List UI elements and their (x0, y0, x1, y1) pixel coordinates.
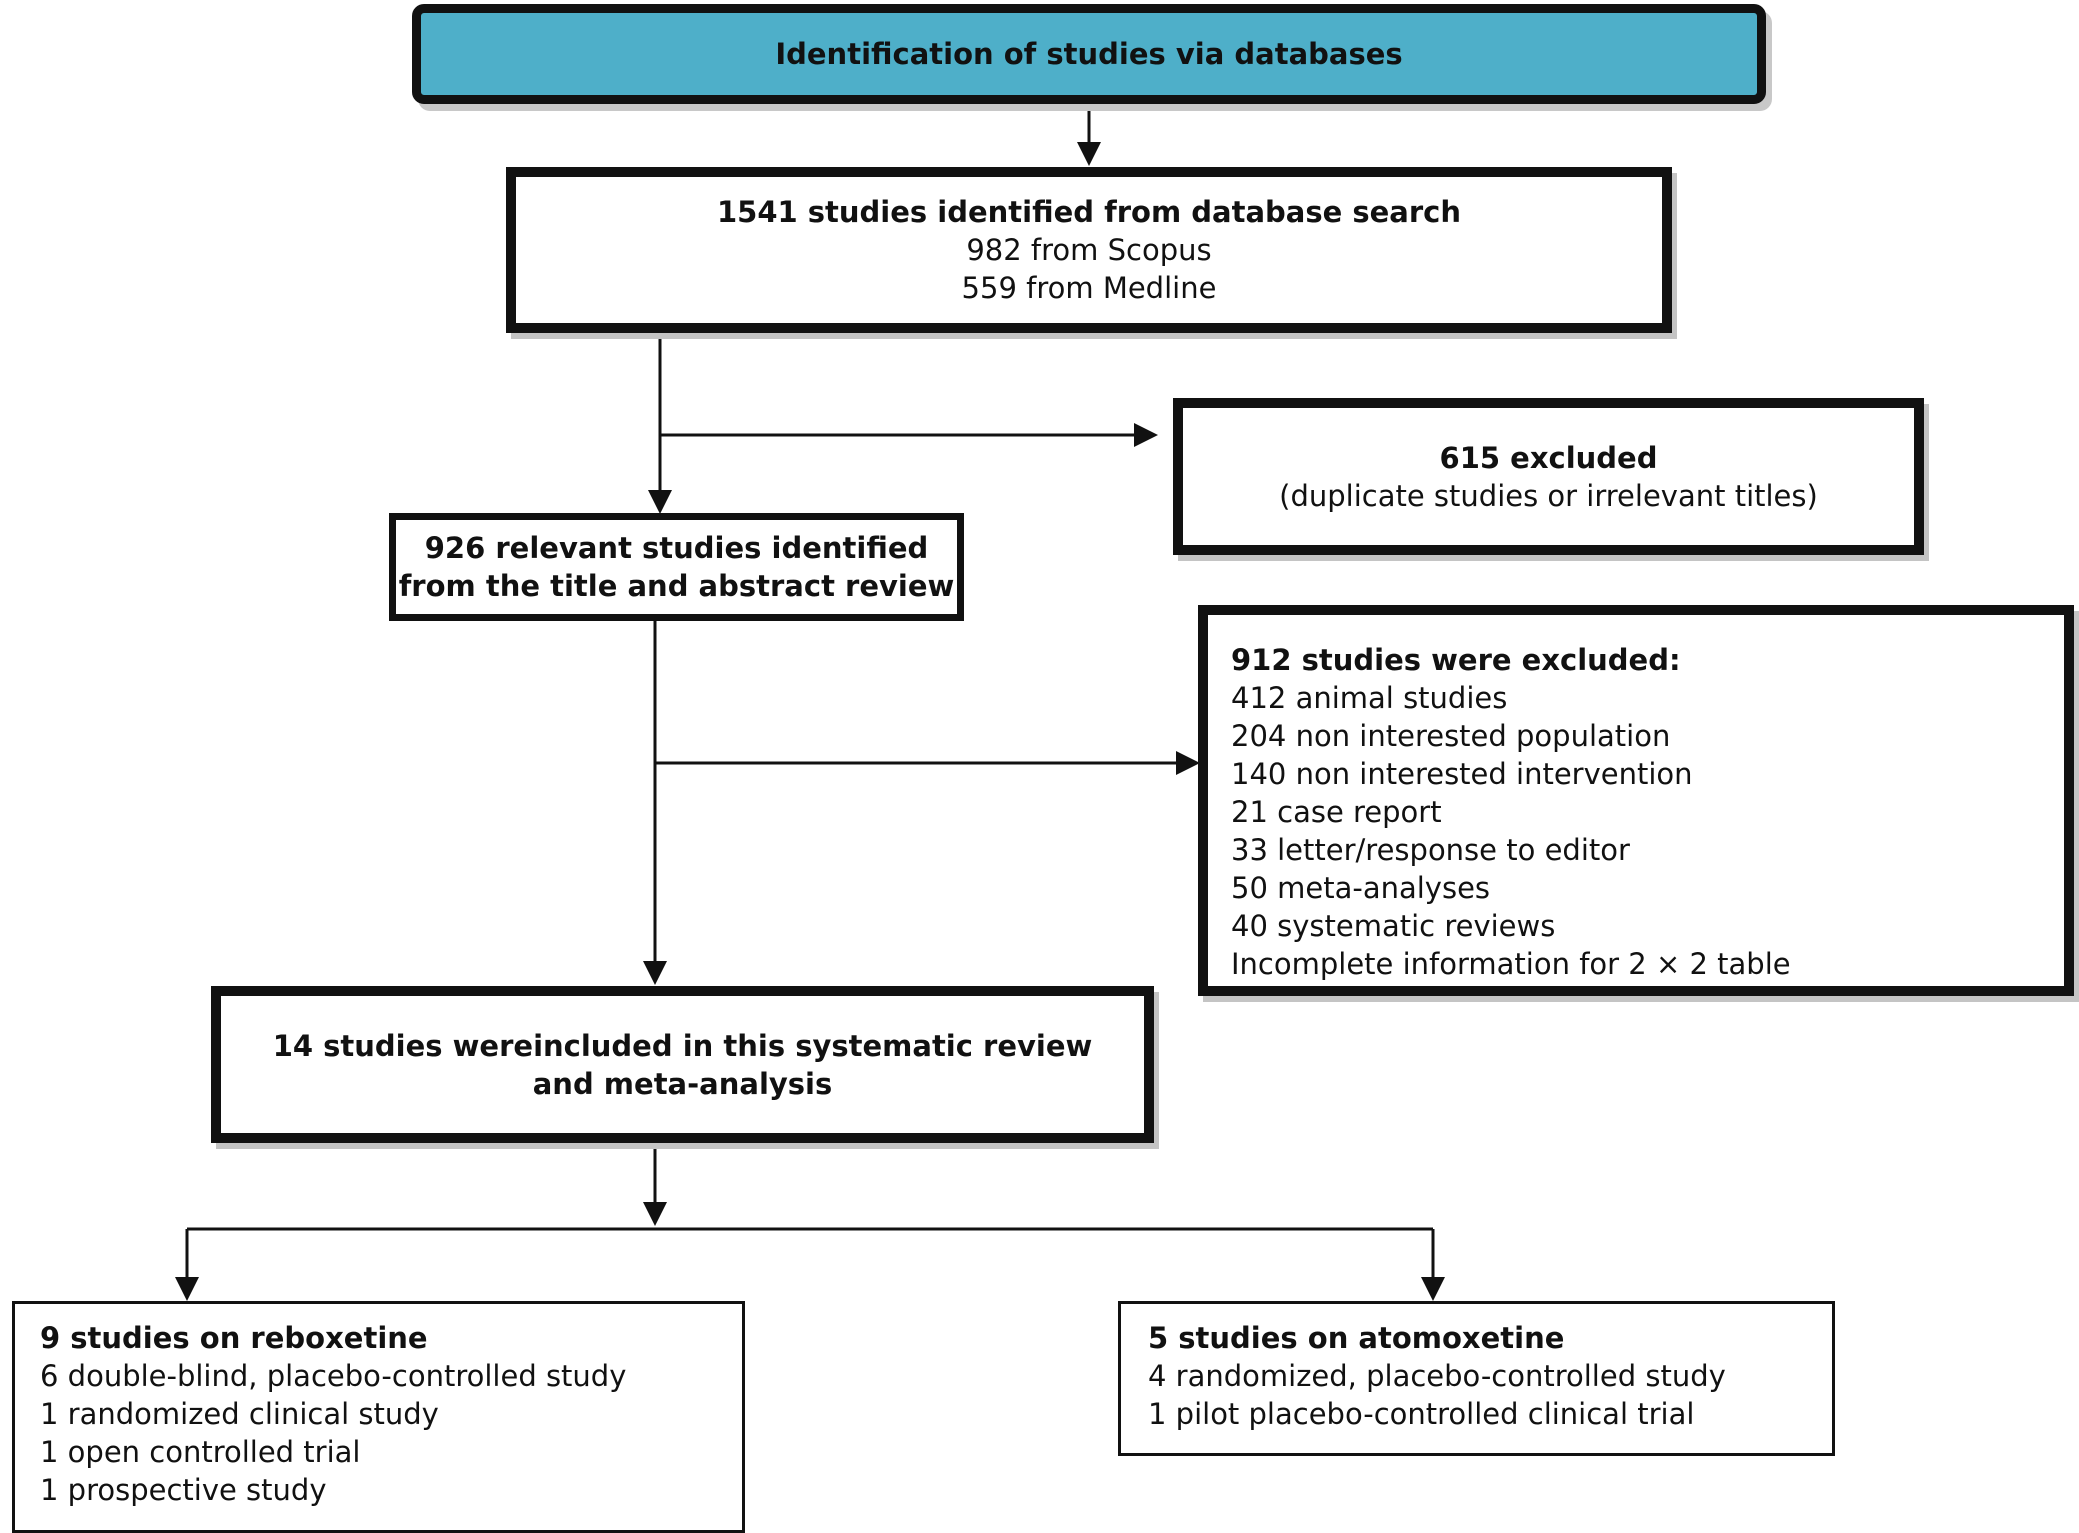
identified-title: 1541 studies identified from database se… (716, 195, 1462, 229)
excluded-item: 204 non interested population (1231, 719, 1671, 753)
excluded-item: 33 letter/response to editor (1231, 833, 1630, 867)
excluded-item: 40 systematic reviews (1231, 909, 1556, 943)
excluded-item: 412 animal studies (1231, 681, 1508, 715)
excluded-second-box: 912 studies were excluded: 412 animal st… (1198, 605, 2074, 996)
included-line-1: 14 studies wereincluded in this systemat… (272, 1028, 1093, 1063)
excluded-item: 50 meta-analyses (1231, 871, 1491, 905)
excluded-item: Incomplete information for 2 × 2 table (1231, 947, 1791, 981)
reboxetine-box: 9 studies on reboxetine 6 double-blind, … (12, 1301, 745, 1533)
atomoxetine-item: 1 pilot placebo-controlled clinical tria… (1148, 1397, 1695, 1431)
relevant-line-1: 926 relevant studies identified (424, 531, 929, 565)
reboxetine-title: 9 studies on reboxetine (40, 1321, 428, 1355)
excluded-first-subtitle: (duplicate studies or irrelevant titles) (1279, 478, 1818, 513)
header-title: Identification of studies via databases (775, 37, 1403, 71)
included-line-2: and meta-analysis (532, 1066, 833, 1101)
atomoxetine-box: 5 studies on atomoxetine 4 randomized, p… (1118, 1301, 1835, 1456)
excluded-first-box: 615 excluded (duplicate studies or irrel… (1173, 398, 1924, 555)
reboxetine-item: 1 open controlled trial (40, 1435, 361, 1469)
identified-box: 1541 studies identified from database se… (506, 167, 1672, 333)
atomoxetine-item: 4 randomized, placebo-controlled study (1148, 1359, 1726, 1393)
excluded-second-title: 912 studies were excluded: (1231, 643, 1681, 677)
reboxetine-item: 1 randomized clinical study (40, 1397, 439, 1431)
relevant-line-2: from the title and abstract review (398, 569, 955, 603)
identified-medline: 559 from Medline (961, 271, 1217, 305)
atomoxetine-title: 5 studies on atomoxetine (1148, 1321, 1565, 1355)
relevant-box: 926 relevant studies identified from the… (389, 513, 964, 621)
excluded-item: 21 case report (1231, 795, 1442, 829)
reboxetine-item: 6 double-blind, placebo-controlled study (40, 1359, 627, 1393)
identified-scopus: 982 from Scopus (966, 233, 1212, 267)
included-box: 14 studies wereincluded in this systemat… (211, 986, 1154, 1143)
reboxetine-item: 1 prospective study (40, 1473, 327, 1507)
header-box: Identification of studies via databases (412, 4, 1766, 104)
excluded-first-title: 615 excluded (1439, 440, 1658, 475)
excluded-item: 140 non interested intervention (1231, 757, 1693, 791)
